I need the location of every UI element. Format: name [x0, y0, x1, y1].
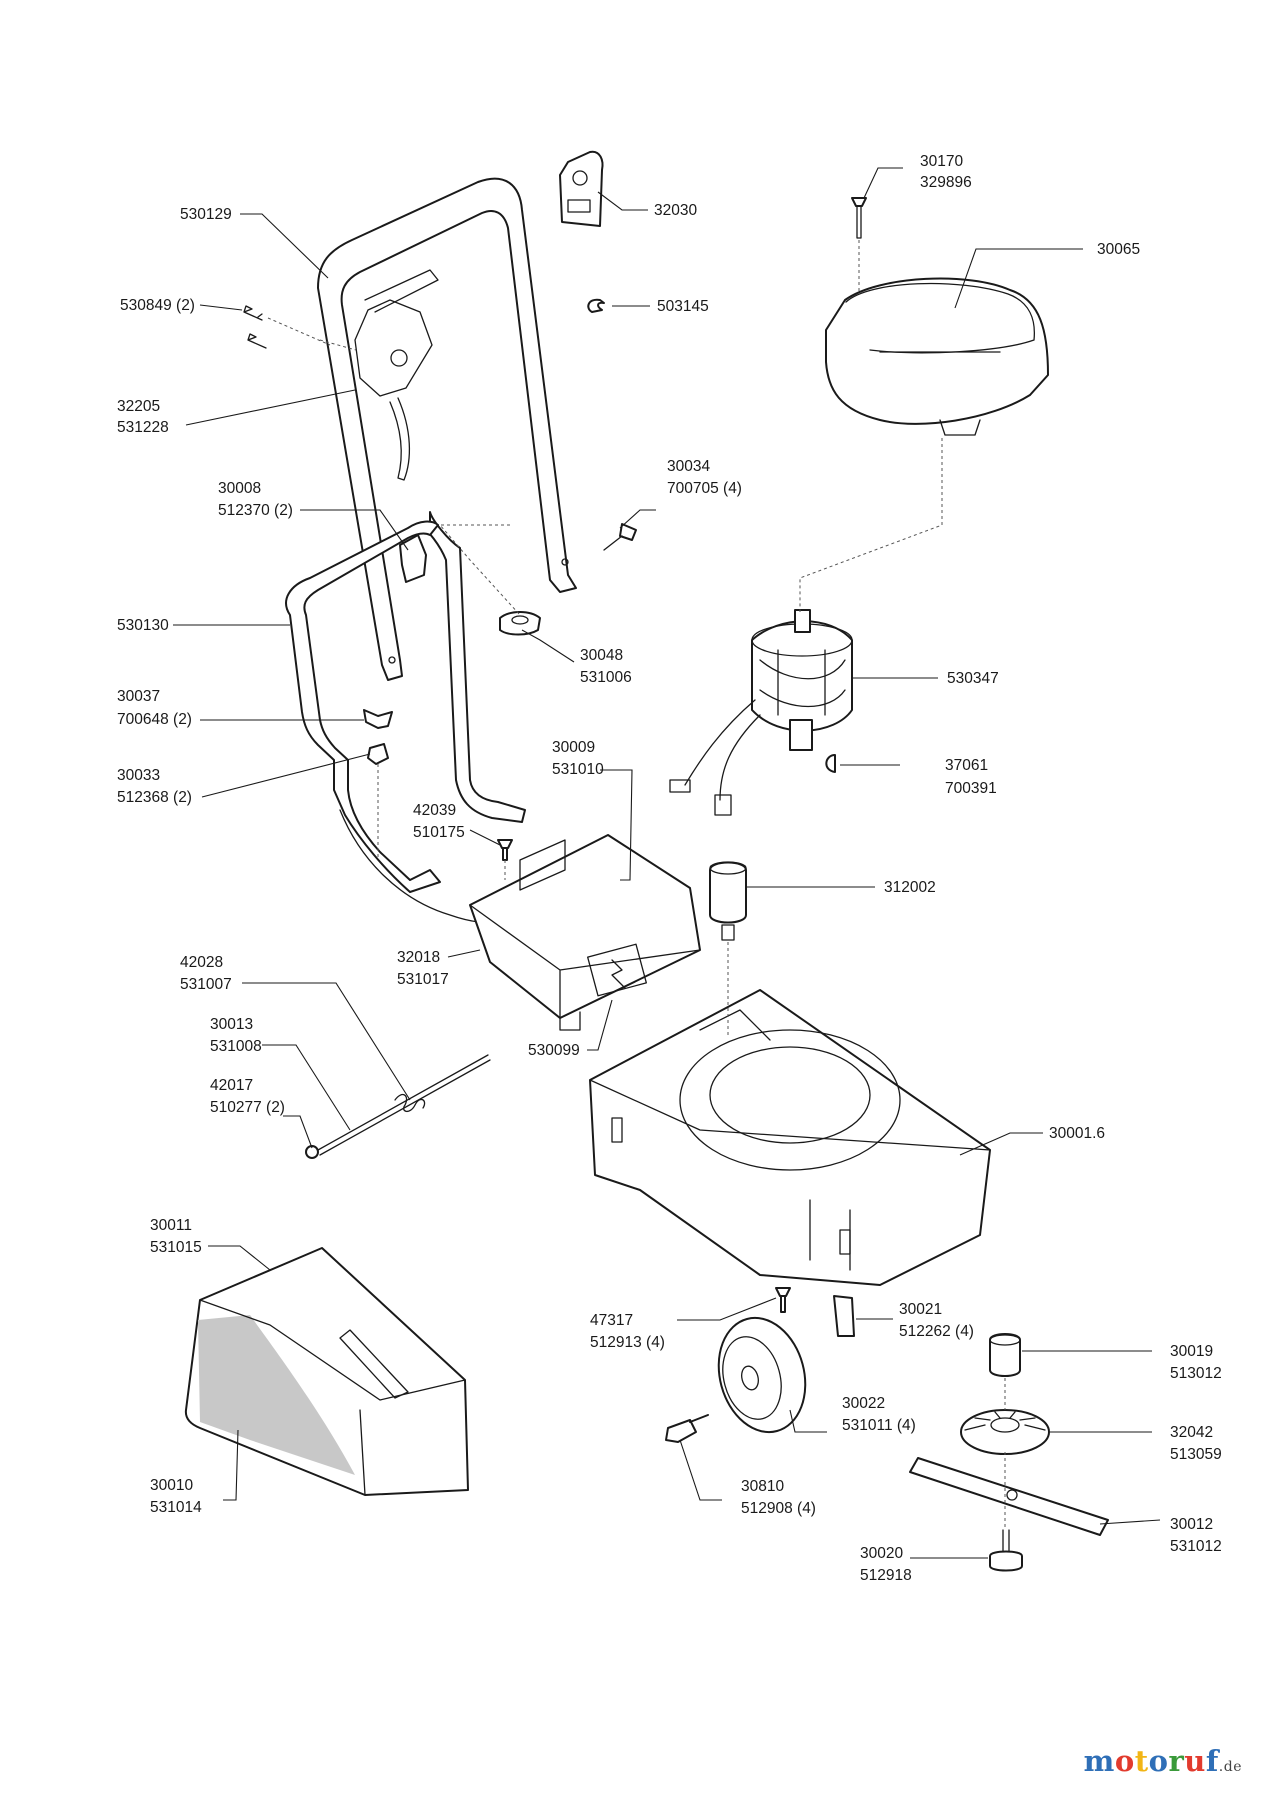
axle-bolt-30810 [665, 1414, 709, 1443]
brand-letter-7: f [1205, 1744, 1219, 1778]
switch-box-30009 [469, 834, 701, 1031]
label-513059: 513059 [1170, 1446, 1222, 1463]
label-30065: 30065 [1097, 241, 1140, 258]
cable-clip-32030 [559, 150, 604, 227]
label-510277: 510277 (2) [210, 1099, 285, 1116]
label-30011: 30011 [150, 1217, 192, 1234]
label-30034: 30034 [667, 458, 710, 475]
screw-47317 [775, 1287, 791, 1313]
label-30010: 30010 [150, 1477, 193, 1494]
upper-handle-530129 [317, 177, 577, 681]
capacitor-312002 [709, 861, 747, 941]
label-312002: 312002 [884, 879, 936, 896]
adapter-30019 [989, 1333, 1021, 1377]
label-512262: 512262 (4) [899, 1323, 974, 1340]
label-30013: 30013 [210, 1016, 253, 1033]
label-32205: 32205 [117, 398, 160, 415]
leader-lines [173, 167, 1161, 1559]
brand-letter-5: r [1168, 1744, 1185, 1778]
screw-30034 [603, 523, 637, 551]
label-700391: 700391 [945, 780, 997, 797]
label-30009: 30009 [552, 739, 595, 756]
blade-30012 [909, 1457, 1109, 1536]
wing-nut-30037 [363, 709, 393, 729]
assembly-lines [267, 240, 1006, 1530]
label-510175: 510175 [413, 824, 465, 841]
lower-handle-530130 [285, 511, 526, 893]
bracket-30021 [833, 1295, 855, 1337]
motor-530347 [669, 609, 853, 816]
knob-30048 [499, 611, 541, 636]
label-30037: 30037 [117, 688, 160, 705]
deck-30001 [589, 989, 991, 1286]
spring-rod-assembly [305, 1054, 491, 1159]
label-42028: 42028 [180, 954, 223, 971]
blade-bolt-30020 [989, 1529, 1023, 1572]
label-700648: 700648 (2) [117, 711, 192, 728]
label-512370: 512370 (2) [218, 502, 293, 519]
label-503145: 503145 [657, 298, 709, 315]
label-531011: 531011 (4) [842, 1417, 916, 1434]
brand-letter-1: m [1083, 1744, 1115, 1778]
label-512908: 512908 (4) [741, 1500, 816, 1517]
label-531008: 531008 [210, 1038, 262, 1055]
label-42017: 42017 [210, 1077, 253, 1094]
brand-tld: .de [1218, 1759, 1242, 1775]
label-530347: 530347 [947, 670, 999, 687]
clip-503145 [587, 298, 605, 313]
watermark-logo: motoruf.de [1084, 1744, 1242, 1778]
label-30008: 30008 [218, 480, 261, 497]
label-531017: 531017 [397, 971, 449, 988]
label-32018: 32018 [397, 949, 440, 966]
label-531014: 531014 [150, 1499, 202, 1516]
label-512913: 512913 (4) [590, 1334, 665, 1351]
label-329896: 329896 [920, 174, 972, 191]
label-30022: 30022 [842, 1395, 885, 1412]
label-30033: 30033 [117, 767, 160, 784]
label-32030: 32030 [654, 202, 697, 219]
label-30020: 30020 [860, 1545, 903, 1562]
label-30170: 30170 [920, 153, 963, 170]
fan-32042 [960, 1409, 1050, 1455]
nut-30033 [367, 743, 389, 765]
label-700705: 700705 (4) [667, 480, 742, 497]
brand-letter-4: o [1148, 1744, 1169, 1778]
label-531006: 531006 [580, 669, 632, 686]
part-labels: 530129 32030 30170 329896 30065 530849 (… [117, 153, 1222, 1584]
grass-bag-30011 [184, 1247, 469, 1496]
label-512368: 512368 (2) [117, 789, 192, 806]
brand-letter-2: o [1114, 1744, 1135, 1778]
screws-530849 [243, 305, 267, 349]
screw-42039 [497, 839, 513, 861]
label-32042: 32042 [1170, 1424, 1213, 1441]
wheel-30022 [717, 1316, 807, 1434]
brand-letter-6: u [1184, 1744, 1206, 1778]
label-37061: 37061 [945, 757, 988, 774]
label-30048: 30048 [580, 647, 623, 664]
label-530099: 530099 [528, 1042, 580, 1059]
brand-letter-3: t [1134, 1744, 1149, 1778]
motor-cover-30065 [825, 277, 1049, 436]
knob-30008 [399, 534, 427, 583]
label-30001: 30001.6 [1049, 1125, 1105, 1142]
carbon-brush-37061 [825, 754, 836, 773]
label-531015: 531015 [150, 1239, 202, 1256]
label-513012: 513012 [1170, 1365, 1222, 1382]
label-531012: 531012 [1170, 1538, 1222, 1555]
label-512918: 512918 [860, 1567, 912, 1584]
label-530130: 530130 [117, 617, 169, 634]
label-530129: 530129 [180, 206, 232, 223]
label-30019: 30019 [1170, 1343, 1213, 1360]
label-30810: 30810 [741, 1478, 784, 1495]
screw-30170 [851, 197, 867, 239]
label-30012: 30012 [1170, 1516, 1213, 1533]
label-47317: 47317 [590, 1312, 633, 1329]
label-531228: 531228 [117, 419, 169, 436]
label-530849: 530849 (2) [120, 297, 195, 314]
label-30021: 30021 [899, 1301, 942, 1318]
label-531010: 531010 [552, 761, 604, 778]
label-531007: 531007 [180, 976, 232, 993]
label-42039: 42039 [413, 802, 456, 819]
